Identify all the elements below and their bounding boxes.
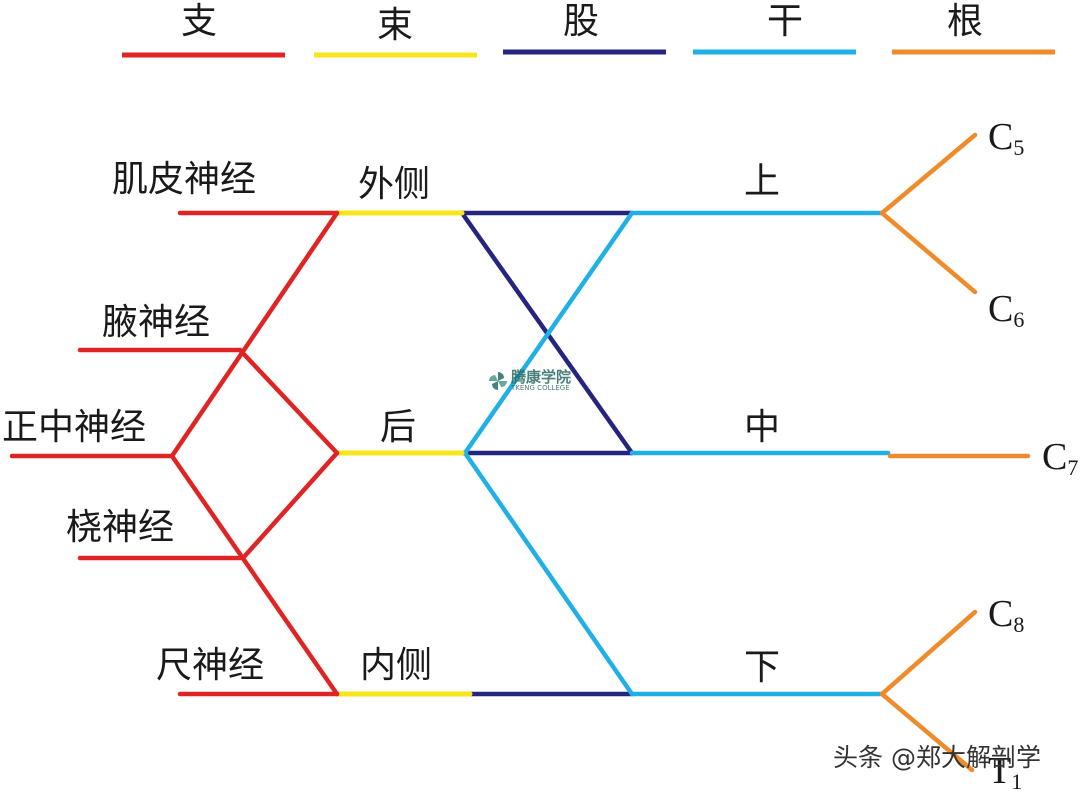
posterior-division-upper bbox=[462, 210, 635, 456]
branch-label-musculocutaneous: 肌皮神经 bbox=[112, 159, 257, 200]
branch-label-radial: 桡神经 bbox=[66, 507, 175, 548]
roots bbox=[879, 132, 1031, 773]
root-c8 bbox=[879, 609, 978, 697]
trunk-label-lower: 下 bbox=[744, 647, 781, 688]
branch-label-ulnar: 尺神经 bbox=[156, 645, 265, 686]
cord-label-posterior: 后 bbox=[380, 407, 417, 448]
cord-label-lateral: 外侧 bbox=[358, 164, 431, 205]
watermark-logo-cn: 腾康学院 bbox=[511, 368, 572, 386]
trunks bbox=[462, 210, 891, 697]
header-label-root: 根 bbox=[947, 1, 984, 42]
root-label-c8: C8 bbox=[988, 593, 1025, 637]
cord-label-medial: 内侧 bbox=[360, 645, 433, 686]
header-label-cord: 束 bbox=[377, 5, 414, 46]
trunk-label-upper: 上 bbox=[744, 161, 781, 202]
branches bbox=[9, 210, 340, 697]
root-label-t1: T1 bbox=[988, 750, 1023, 794]
watermark-logo: 腾康学院 TKENG COLLEGE bbox=[488, 370, 571, 392]
trunk-label-middle: 中 bbox=[744, 407, 781, 448]
header-label-branch: 支 bbox=[181, 1, 218, 42]
header-label-trunk: 干 bbox=[767, 1, 804, 42]
footer-watermark: 头条 @郑大解剖学 bbox=[833, 743, 1041, 772]
divisions bbox=[459, 210, 635, 697]
root-label-c6: C6 bbox=[988, 288, 1025, 332]
cords bbox=[334, 210, 473, 697]
posterior-division-lower bbox=[462, 450, 635, 697]
watermark-logo-en: TKENG COLLEGE bbox=[511, 384, 570, 392]
branch-label-median: 正中神经 bbox=[2, 407, 147, 448]
root-c5 bbox=[879, 132, 978, 216]
pinwheel-icon bbox=[489, 372, 507, 390]
medial-cord-connector bbox=[169, 453, 340, 697]
header-label-division: 股 bbox=[563, 1, 600, 42]
root-t1 bbox=[879, 691, 975, 773]
posterior-cord-upper bbox=[237, 347, 340, 456]
posterior-cord-lower bbox=[240, 450, 340, 561]
branch-label-axillary: 腋神经 bbox=[102, 302, 211, 343]
root-label-c7: C7 bbox=[1042, 436, 1079, 480]
lateral-cord-connector bbox=[169, 210, 340, 459]
root-c6 bbox=[879, 210, 978, 295]
root-label-c5: C5 bbox=[988, 116, 1025, 160]
